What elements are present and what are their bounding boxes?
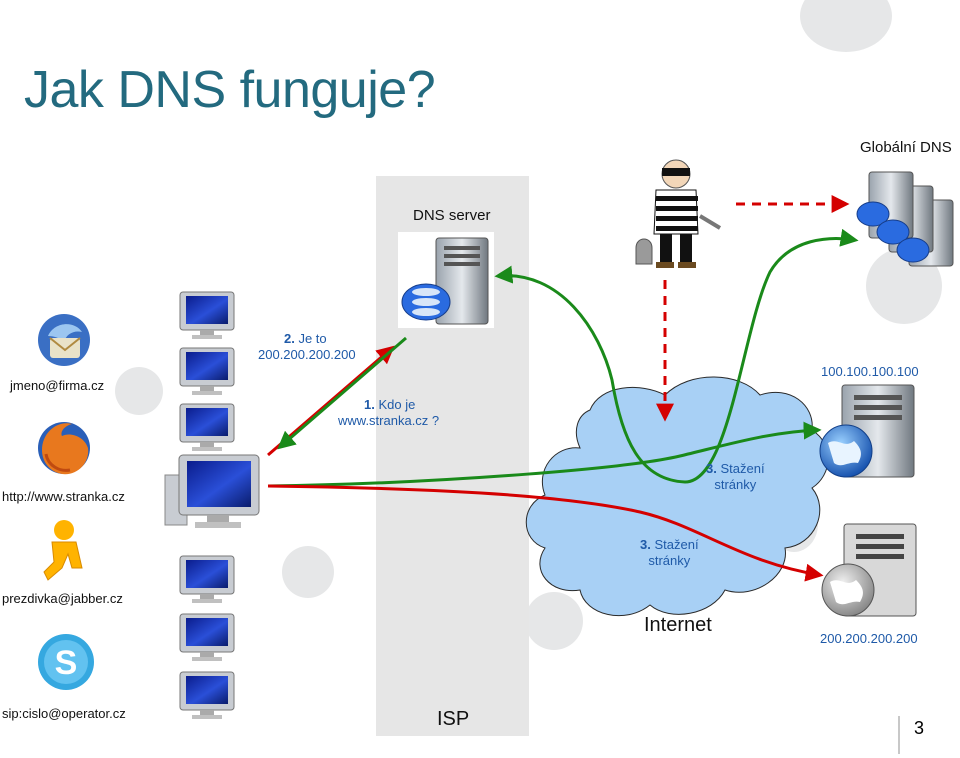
computer-icon (179, 347, 235, 395)
step3a-number: 3. (706, 461, 717, 476)
decor-circle (282, 546, 334, 598)
isp-label: ISP (437, 708, 470, 730)
page-title: Jak DNS funguje? (24, 61, 436, 119)
computer-icon (179, 555, 235, 603)
skype-icon: S (38, 634, 94, 690)
decor-circle (525, 592, 583, 650)
fetch-red-arrow (267, 484, 824, 582)
computer-icon (179, 403, 235, 451)
step2-ip: 200.200.200.200 (258, 347, 356, 362)
decor-circle (115, 367, 163, 415)
burglar-icon (632, 156, 724, 272)
slide-number: 3 (914, 718, 925, 738)
database-server-icon (398, 232, 494, 328)
dns-forward-arrow (494, 228, 859, 484)
computer-icon (179, 291, 235, 339)
step3b-label: 3. Stažení stránky (640, 537, 699, 569)
computer-main-icon (164, 454, 260, 528)
client-web-label: http://www.stranka.cz (2, 489, 125, 504)
internet-cloud (525, 376, 829, 617)
step3a-text2: stránky (714, 477, 757, 492)
step1-label: 1. Kdo je www.stranka.cz ? (338, 397, 439, 429)
step3a-label: 3. Stažení stránky (706, 461, 765, 493)
step2-number: 2. (284, 331, 295, 346)
dns-server-label: DNS server (413, 207, 491, 224)
web-server-top-icon (819, 384, 915, 478)
step2-text: Je to (298, 331, 327, 346)
step3b-number: 3. (640, 537, 651, 552)
thunderbird-icon (38, 314, 90, 366)
slide-number-divider (898, 716, 900, 754)
ip-top-label: 100.100.100.100 (821, 364, 919, 379)
global-dns-label: Globální DNS (860, 139, 952, 156)
jabber-icon (43, 520, 83, 581)
svg-text:S: S (55, 644, 78, 682)
database-server-cluster-icon (856, 171, 954, 267)
step1-number: 1. (364, 397, 375, 412)
step3a-text: Stažení (720, 461, 765, 476)
step3b-text2: stránky (648, 553, 691, 568)
firefox-icon (38, 422, 90, 475)
computer-icon (179, 671, 235, 719)
client-sip-label: sip:cislo@operator.cz (2, 706, 126, 721)
client-jabber-label: prezdivka@jabber.cz (2, 591, 123, 606)
ip-bottom-label: 200.200.200.200 (820, 631, 918, 646)
dns-reply-arrow (277, 336, 407, 450)
computer-icon (179, 613, 235, 661)
fetch-green-arrow (267, 421, 822, 488)
step2-label: 2. Je to 200.200.200.200 (258, 331, 356, 363)
step3b-text: Stažení (654, 537, 699, 552)
web-server-bottom-icon (821, 523, 917, 617)
internet-label: Internet (644, 614, 712, 636)
step1-text: Kdo je (378, 397, 416, 412)
client-email-label: jmeno@firma.cz (10, 378, 105, 393)
step1-text2: www.stranka.cz ? (338, 413, 440, 428)
